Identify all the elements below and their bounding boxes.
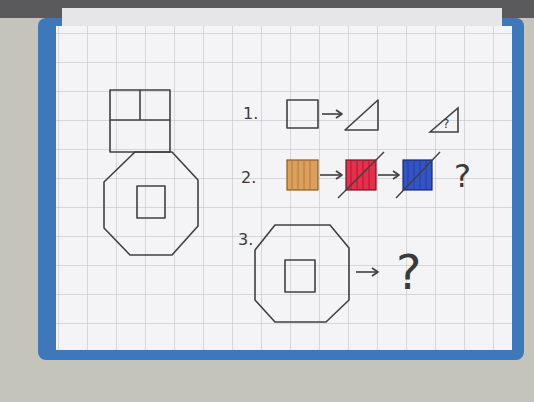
question-mark: ? [396,248,421,296]
row-number: 2. [241,170,256,186]
triangle-shape: ? [428,106,460,134]
question-mark: ? [454,160,471,192]
node-text: ? [443,118,449,130]
row-number: 3. [238,232,253,248]
row-number: 1. [243,106,258,122]
